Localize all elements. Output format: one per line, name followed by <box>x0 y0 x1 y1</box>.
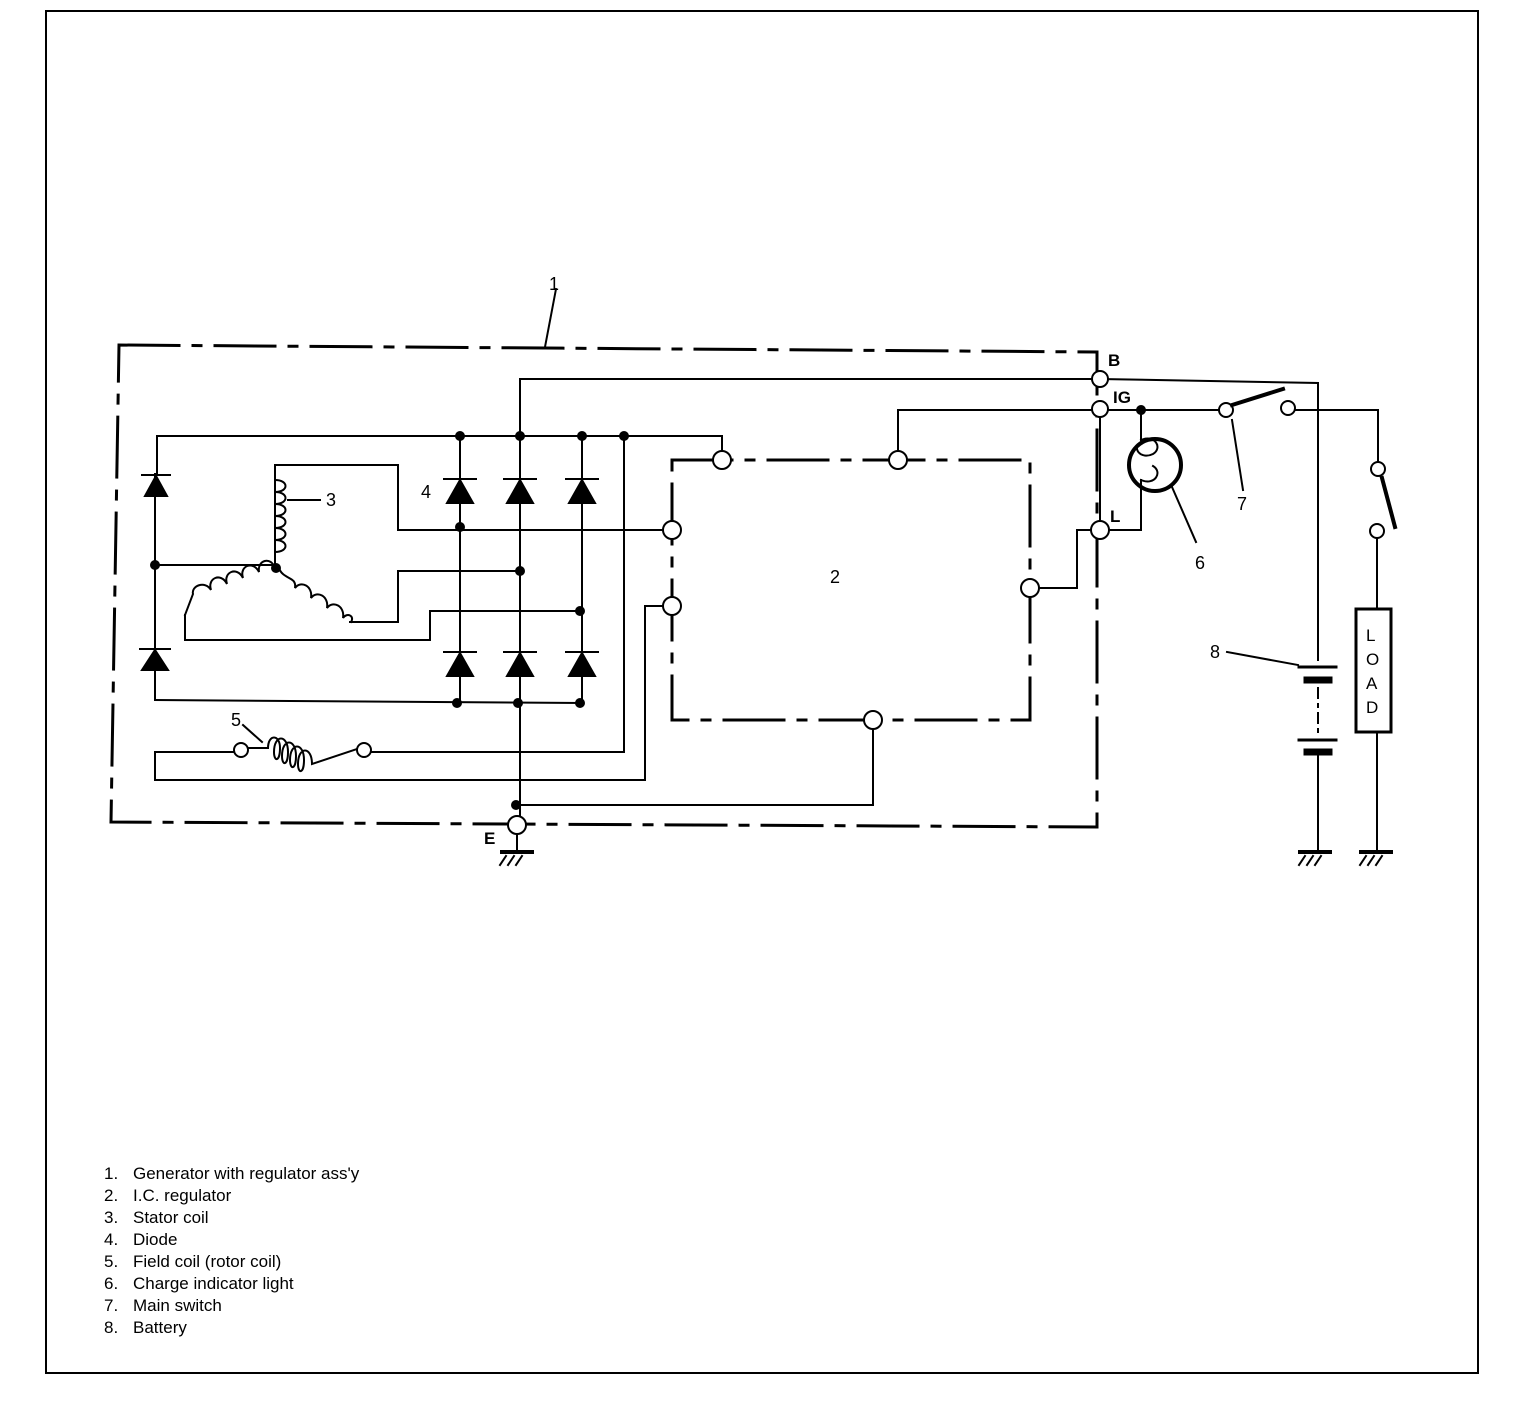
legend-item: 5. Field coil (rotor coil) <box>104 1251 359 1273</box>
terminal-label-b: B <box>1108 351 1120 370</box>
wire-b-internal <box>519 378 1101 439</box>
ground-load-icon <box>1358 850 1393 867</box>
legend-item: 7. Main switch <box>104 1295 359 1317</box>
stator-coil-a <box>273 478 287 554</box>
legend-number: 4. <box>104 1230 119 1249</box>
callout-5: 5 <box>231 710 241 730</box>
terminals <box>233 370 1386 835</box>
legend-number: 7. <box>104 1296 119 1315</box>
legend-number: 3. <box>104 1208 119 1227</box>
wire-top-rail <box>156 435 723 475</box>
junction-dots <box>150 405 1146 810</box>
ground-battery-icon <box>1297 850 1332 867</box>
legend-number: 1. <box>104 1164 119 1183</box>
field-coil <box>266 736 362 772</box>
load-letter-4: D <box>1366 698 1378 717</box>
legend-text: Battery <box>133 1318 187 1337</box>
wire-stator-phase-1 <box>274 464 673 566</box>
legend-number: 6. <box>104 1274 119 1293</box>
terminal-e <box>507 815 527 835</box>
diode-left-top <box>143 473 169 497</box>
legend-item: 1. Generator with regulator ass'y <box>104 1163 359 1185</box>
legend-item: 3. Stator coil <box>104 1207 359 1229</box>
stator-coil-b <box>183 559 277 617</box>
terminal-label-l: L <box>1110 507 1120 526</box>
ground-e-icon <box>498 850 534 867</box>
legend: 1. Generator with regulator ass'y 2. I.C. … <box>104 1163 359 1339</box>
generator-boundary <box>109 343 1099 829</box>
terminal-label-ig: IG <box>1113 388 1131 407</box>
legend-item: 4. Diode <box>104 1229 359 1251</box>
diode-lower-1 <box>445 650 475 677</box>
wire-l-to-lamp <box>1099 479 1142 531</box>
legend-item: 8. Battery <box>104 1317 359 1339</box>
callout-1: 1 <box>549 274 559 294</box>
wire-bottom-rail <box>153 698 584 705</box>
callout-2: 2 <box>830 567 840 587</box>
outer-border <box>45 10 1479 1374</box>
callout-line-6 <box>1170 485 1198 544</box>
legend-text: Stator coil <box>133 1208 209 1227</box>
legend-item: 2. I.C. regulator <box>104 1185 359 1207</box>
callout-line-8 <box>1225 650 1300 667</box>
main-switch-blade <box>1229 386 1286 408</box>
callout-line-7 <box>1230 418 1245 492</box>
diode-lower-2 <box>505 650 535 677</box>
legend-item: 6. Charge indicator light <box>104 1273 359 1295</box>
terminal-l <box>1090 520 1110 540</box>
diode-lower-3 <box>567 650 597 677</box>
legend-number: 2. <box>104 1186 119 1205</box>
stator-coil-c <box>277 566 353 624</box>
legend-text: Field coil (rotor coil) <box>133 1252 282 1271</box>
legend-text: Main switch <box>133 1296 222 1315</box>
wire-field-minus <box>154 605 673 781</box>
wire-stator-phase-2 <box>349 570 521 623</box>
terminal-b <box>1091 370 1109 388</box>
regulator-boundary <box>670 458 1032 722</box>
terminal-label-e: E <box>484 829 495 848</box>
wire-b-to-battery <box>1098 377 1319 661</box>
wire-regulator-to-l <box>1029 529 1101 589</box>
diode-upper-2 <box>505 477 535 504</box>
callout-line-5 <box>241 723 264 744</box>
wire-stator-phase-3 <box>184 610 583 641</box>
diode-group <box>139 473 599 677</box>
load-box <box>1354 607 1393 734</box>
diode-left-bottom <box>140 648 170 671</box>
wire-ig-internal <box>897 409 1101 461</box>
legend-number: 5. <box>104 1252 119 1271</box>
legend-number: 8. <box>104 1318 119 1337</box>
callout-7: 7 <box>1237 494 1247 514</box>
load-letter-2: O <box>1366 650 1379 669</box>
callout-3: 3 <box>326 490 336 510</box>
legend-text: I.C. regulator <box>133 1186 232 1205</box>
indicator-light-icon <box>1127 437 1183 493</box>
wire-switch-to-load <box>1287 409 1379 469</box>
callout-4: 4 <box>421 482 431 502</box>
wire-regulator-ground <box>519 719 874 806</box>
diode-upper-3 <box>567 477 597 504</box>
wire-field-plus <box>367 435 625 753</box>
callout-line-1 <box>543 287 558 349</box>
indicator-filament <box>1135 437 1159 483</box>
callout-6: 6 <box>1195 553 1205 573</box>
load-switch-blade <box>1379 475 1398 530</box>
terminal-ig <box>1091 400 1109 418</box>
load-letter-3: A <box>1366 674 1378 693</box>
legend-text: Generator with regulator ass'y <box>133 1164 360 1183</box>
diode-upper-1 <box>445 477 475 504</box>
callout-8: 8 <box>1210 642 1220 662</box>
load-letter-1: L <box>1366 626 1375 645</box>
legend-text: Charge indicator light <box>133 1274 294 1293</box>
legend-text: Diode <box>133 1230 178 1249</box>
